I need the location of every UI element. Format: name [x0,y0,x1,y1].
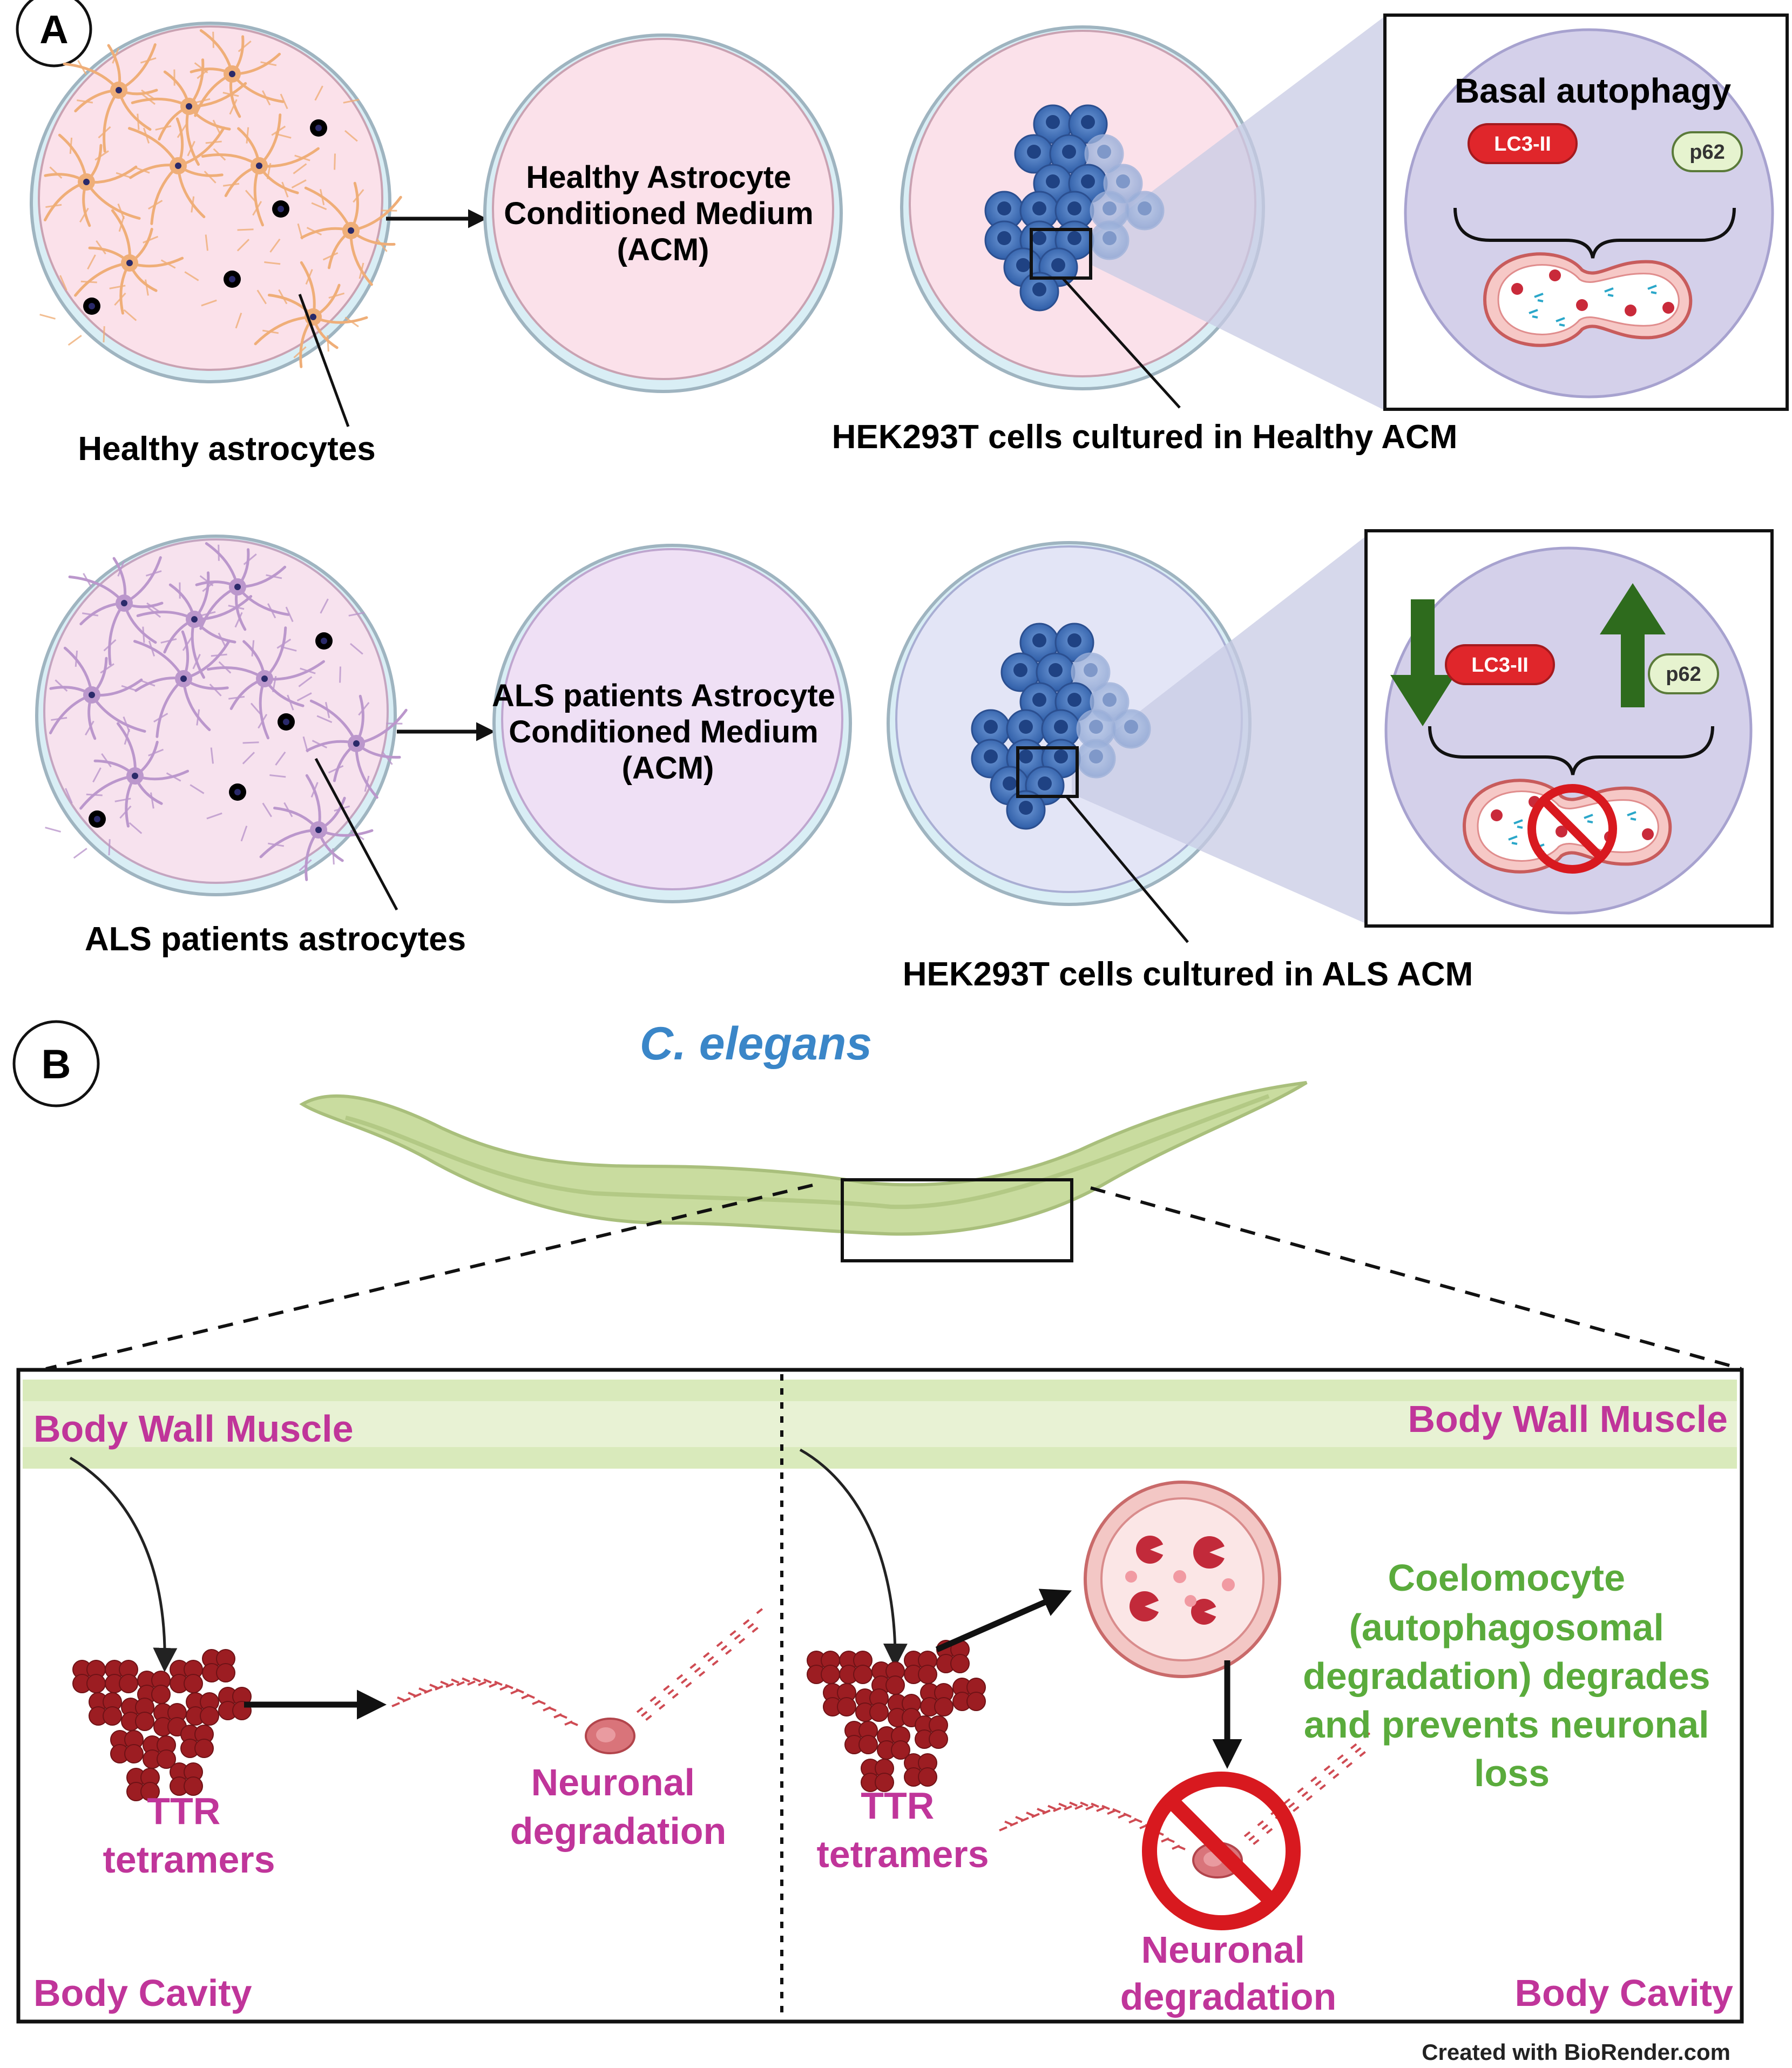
als-astrocyte-dish [37,536,407,895]
inset-title: Basal autophagy [1455,71,1732,110]
worm-c-elegans [302,1083,1307,1261]
hek-healthy-label: HEK293T cells cultured in Healthy ACM [832,418,1458,456]
panel-b: B C. elegans Body Wall Muscle TTR tetram… [14,1018,1742,2065]
inset-basal-autophagy: Basal autophagy LC3-II p62 [1385,15,1787,409]
hek-als-dish [888,532,1371,926]
p62-label-healthy: p62 [1689,141,1725,164]
body-wall-muscle-right: Body Wall Muscle [1408,1398,1728,1440]
row-als: ALS patients astrocytes ALS patients Ast… [37,531,1772,993]
lc3-label-healthy: LC3-II [1494,133,1551,156]
inset-impaired-autophagy: LC3-II p62 [1366,531,1772,926]
hek-healthy-dish [902,16,1385,410]
panel-b-label: B [42,1042,71,1087]
zoom-dash-left [46,1185,813,1369]
panel-a: A Healthy astrocytes Healthy Astrocyte C… [17,0,1787,993]
panel-a-label: A [39,7,68,52]
credit-text: Created with BioRender.com [1422,2039,1730,2065]
healthy-acm-dish: Healthy Astrocyte Conditioned Medium (AC… [485,35,841,391]
body-cavity-left: Body Cavity [33,1972,252,2014]
coelomocyte [1085,1482,1280,1677]
healthy-astrocyte-dish [31,23,401,382]
row-healthy: Healthy astrocytes Healthy Astrocyte Con… [31,15,1787,468]
als-acm-dish: ALS patients Astrocyte Conditioned Mediu… [492,545,850,902]
healthy-astrocytes-label: Healthy astrocytes [78,430,375,468]
zoom-dash-right [1091,1188,1741,1369]
hek-als-label: HEK293T cells cultured in ALS ACM [903,956,1473,993]
als-astrocytes-label: ALS patients astrocytes [85,921,466,958]
body-wall-muscle-left: Body Wall Muscle [33,1408,354,1450]
p62-label-als: p62 [1666,663,1701,686]
lc3-label-als: LC3-II [1471,654,1529,677]
body-cavity-right: Body Cavity [1514,1972,1733,2014]
organism-title: C. elegans [640,1018,872,1070]
